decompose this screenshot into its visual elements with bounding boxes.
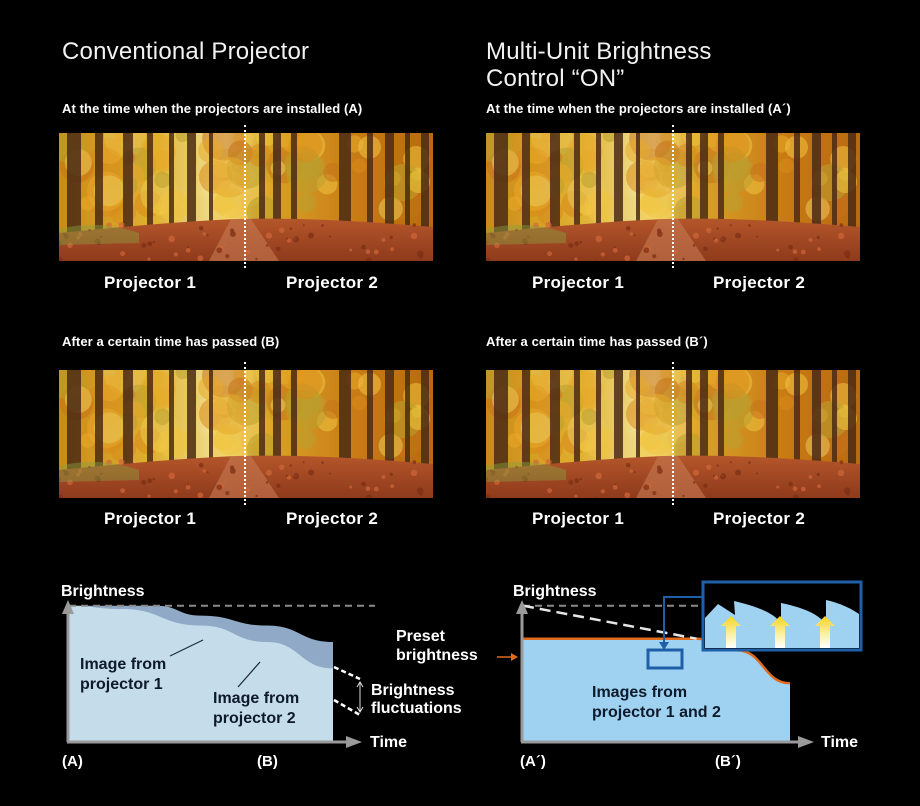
magnify-region-box (646, 648, 684, 670)
y-axis-label: Brightness (513, 583, 597, 600)
left-caption-b: After a certain time has passed (B) (62, 334, 280, 349)
x-axis-arrow-icon (346, 736, 362, 748)
right-caption-b: After a certain time has passed (B´) (486, 334, 708, 349)
projector-seam-divider (672, 362, 674, 505)
brightness-boost-arrow-icon (770, 616, 790, 648)
y-axis-arrow-icon (516, 600, 528, 614)
right-title-line-2: Control “ON” (486, 65, 625, 92)
brightness-fluctuations-label: Brightness fluctuations (371, 682, 462, 717)
projector-2-label: Projector 2 (713, 509, 806, 528)
forest-image-left-b (59, 370, 433, 498)
projector-seam-divider (244, 362, 246, 505)
magnify-connector-line (663, 596, 704, 645)
brightness-boost-arrow-icon (721, 616, 741, 648)
magnify-arrow-icon (659, 642, 669, 650)
fluctuation-arrowheads-icon (356, 681, 364, 713)
x-axis-arrow-icon (798, 736, 814, 748)
projector-1-label: Projector 1 (104, 273, 197, 292)
projector-1-label: Projector 1 (532, 273, 625, 292)
projector-1-area-label: Image from projector 1 (80, 656, 171, 693)
x-tick-start: (A) (62, 753, 83, 770)
forest-image-left-a (59, 133, 433, 261)
right-title: Multi-Unit Brightness Control “ON” (486, 38, 712, 92)
forest-scene (59, 133, 433, 261)
x-tick-start: (A´) (520, 753, 546, 770)
fluctuation-lower-guide (333, 698, 361, 717)
projector-seam-divider (244, 125, 246, 268)
projector-1-label: Projector 1 (104, 509, 197, 528)
combined-area-label: Images from projector 1 and 2 (592, 684, 721, 721)
conventional-brightness-graph: Brightness Image from projector 1 Image … (61, 583, 462, 770)
left-caption-a: At the time when the projectors are inst… (62, 101, 363, 116)
controlled-brightness-graph: Brightness Preset brightness Images from… (396, 580, 863, 770)
brightness-boost-arrow-icon (815, 616, 835, 648)
preset-brightness-label: Preset brightness (396, 628, 478, 664)
combined-projector-area (523, 638, 790, 741)
projector-2-area (69, 605, 333, 741)
x-axis-label: Time (821, 734, 858, 751)
projector-2-label: Projector 2 (713, 273, 806, 292)
leader-line-projector-2 (237, 661, 261, 688)
projector-2-label: Projector 2 (286, 273, 379, 292)
projector-1-label: Projector 1 (532, 509, 625, 528)
magnified-inset (701, 580, 863, 652)
projector-2-label: Projector 2 (286, 509, 379, 528)
x-tick-end: (B) (257, 753, 278, 770)
brightness-graphs: Brightness Image from projector 1 Image … (61, 580, 863, 770)
right-caption-a: At the time when the projectors are inst… (486, 101, 791, 116)
forest-scene (59, 370, 433, 498)
y-axis-arrow-icon (62, 600, 74, 614)
uncontrolled-decline-dashed-line (522, 604, 697, 640)
x-axis-label: Time (370, 734, 407, 751)
leader-line-projector-1 (169, 639, 204, 657)
x-tick-end: (B´) (715, 753, 741, 770)
right-title-line-1: Multi-Unit Brightness (486, 38, 712, 65)
projector-seam-divider (672, 125, 674, 268)
fluctuation-upper-guide (333, 665, 361, 681)
projector-2-area-label: Image from projector 2 (213, 690, 304, 727)
y-axis-label: Brightness (61, 583, 145, 600)
preset-arrowhead-icon (511, 653, 518, 661)
left-title: Conventional Projector (62, 38, 310, 65)
